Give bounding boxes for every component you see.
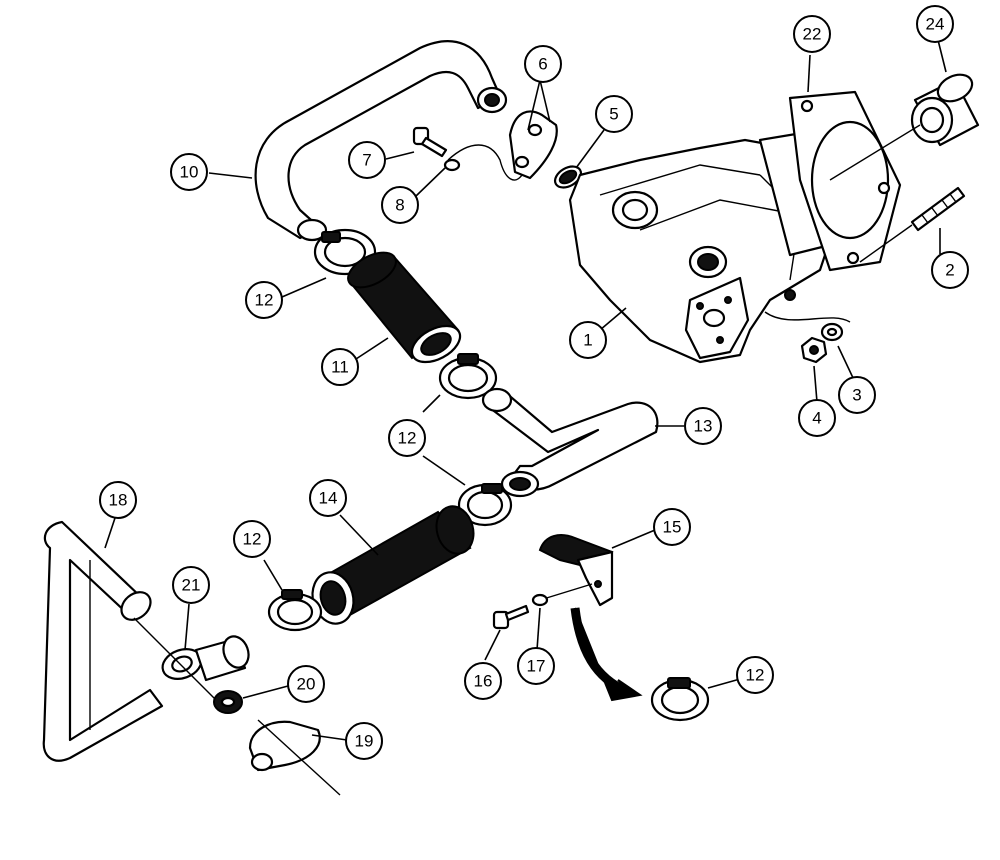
part-10-tube <box>254 40 508 242</box>
callout-1: 1 <box>569 321 607 359</box>
callout-15: 15 <box>653 508 691 546</box>
callout-12-upper: 12 <box>245 281 283 319</box>
svg-text:15: 15 <box>663 518 682 537</box>
svg-text:3: 3 <box>852 386 861 405</box>
svg-text:17: 17 <box>527 657 546 676</box>
leader-7-6 <box>447 144 523 181</box>
svg-text:12: 12 <box>255 291 274 310</box>
part-19-clamp <box>248 719 341 796</box>
part-4-nut <box>800 336 828 364</box>
svg-text:12: 12 <box>243 530 262 549</box>
part-20-oring <box>213 690 243 714</box>
callout-6: 6 <box>524 45 562 83</box>
svg-text:24: 24 <box>926 15 945 34</box>
svg-text:1: 1 <box>583 331 592 350</box>
callout-4: 4 <box>798 399 836 437</box>
part-12-clamp-bottom-right <box>650 677 710 722</box>
svg-text:18: 18 <box>109 491 128 510</box>
part-7-bolt <box>412 126 448 158</box>
part-12-clamp-lower <box>267 589 323 632</box>
callout-11: 11 <box>321 348 359 386</box>
leader-15-16 <box>539 583 593 601</box>
leader-1-3 <box>764 311 851 323</box>
part-15-bracket <box>538 534 614 607</box>
callout-12-lower: 12 <box>233 520 271 558</box>
callout-21: 21 <box>172 566 210 604</box>
callout-8: 8 <box>381 186 419 224</box>
callout-17: 17 <box>517 647 555 685</box>
callout-12-bottom-right: 12 <box>736 656 774 694</box>
leader-lines <box>104 39 947 741</box>
svg-text:20: 20 <box>297 675 316 694</box>
callout-14: 14 <box>309 479 347 517</box>
leader-18-20 <box>133 617 229 713</box>
svg-text:16: 16 <box>474 672 493 691</box>
part-14-hose <box>311 505 475 625</box>
svg-text:6: 6 <box>538 55 547 74</box>
part-11-hose <box>347 251 462 364</box>
part-12-clamp-middle <box>438 353 498 400</box>
part-18-triangle-tube <box>42 520 164 762</box>
callout-18: 18 <box>99 481 137 519</box>
part-21-fitting <box>161 635 250 682</box>
svg-text:13: 13 <box>694 417 713 436</box>
part-24-coupling <box>829 73 980 181</box>
part-12-clamp-upper <box>313 228 377 276</box>
svg-text:14: 14 <box>319 489 338 508</box>
callout-19: 19 <box>345 722 383 760</box>
part-12-clamp-elbow <box>457 483 513 527</box>
callout-20: 20 <box>287 665 325 703</box>
svg-text:4: 4 <box>812 409 821 428</box>
leader-2-stud <box>859 224 913 263</box>
callout-2: 2 <box>931 251 969 289</box>
callout-10: 10 <box>170 153 208 191</box>
callout-22: 22 <box>793 15 831 53</box>
callout-24: 24 <box>916 5 954 43</box>
part-5-oring <box>553 165 583 189</box>
callout-13: 13 <box>684 407 722 445</box>
part-16-bolt <box>492 604 530 630</box>
callout-12-middle: 12 <box>388 419 426 457</box>
svg-text:22: 22 <box>803 25 822 44</box>
part-8-washer <box>443 158 461 172</box>
part-2-stud <box>910 186 966 232</box>
svg-text:12: 12 <box>398 429 417 448</box>
svg-text:5: 5 <box>609 105 618 124</box>
svg-text:21: 21 <box>182 576 201 595</box>
callout-5: 5 <box>595 95 633 133</box>
part-6-split-flange <box>508 110 558 180</box>
svg-text:2: 2 <box>945 261 954 280</box>
curved-arrow-shaft <box>570 607 630 697</box>
callout-16: 16 <box>464 662 502 700</box>
svg-text:12: 12 <box>746 666 765 685</box>
svg-text:8: 8 <box>395 196 404 215</box>
part-13-elbow <box>481 387 659 498</box>
svg-text:11: 11 <box>331 358 349 377</box>
part-17-washer <box>531 593 549 607</box>
svg-text:19: 19 <box>355 732 374 751</box>
callout-3: 3 <box>838 376 876 414</box>
svg-text:10: 10 <box>180 163 199 182</box>
svg-text:7: 7 <box>362 151 371 170</box>
callout-7: 7 <box>348 141 386 179</box>
part-3-washer <box>820 322 844 342</box>
part-22-gasket <box>788 90 902 272</box>
